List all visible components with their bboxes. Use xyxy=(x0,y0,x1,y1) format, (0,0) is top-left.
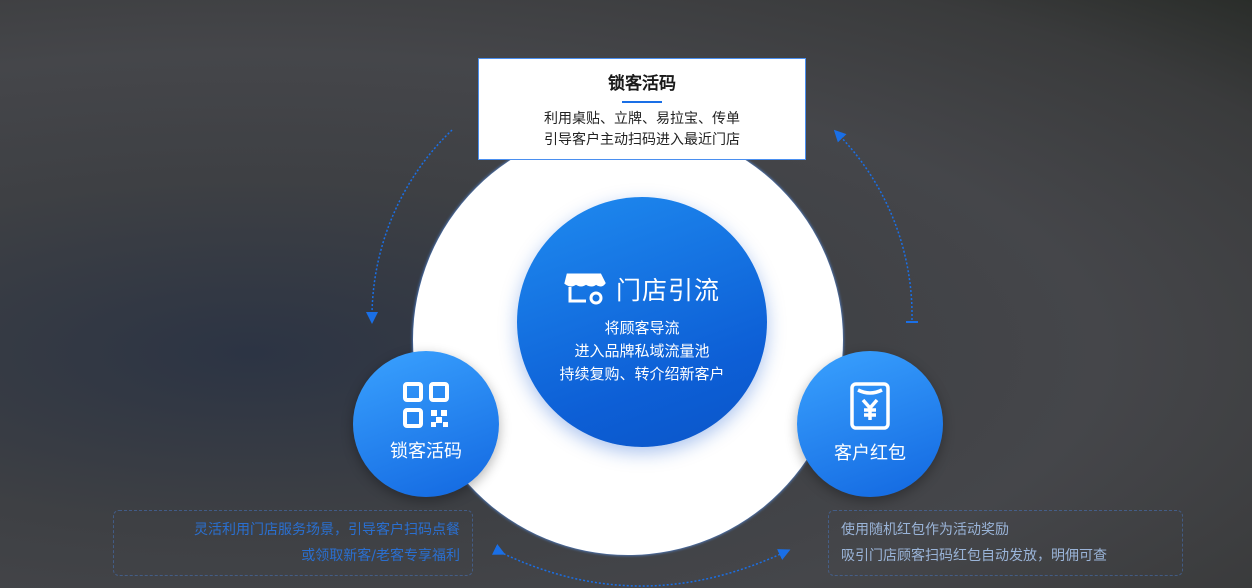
left-node-label: 锁客活码 xyxy=(390,441,462,462)
right-node: 客户红包 xyxy=(797,351,943,497)
top-info-box: 锁客活码 利用桌贴、立牌、易拉宝、传单 引导客户主动扫码进入最近门店 xyxy=(478,58,806,160)
left-note: 灵活利用门店服务场景，引导客户扫码点餐 或领取新客/老客专享福利 xyxy=(113,510,473,576)
outer-arc-left xyxy=(365,129,453,324)
top-box-title: 锁客活码 xyxy=(608,74,676,94)
center-line: 持续复购、转介绍新客户 xyxy=(559,365,725,383)
right-note-line: 使用随机红包作为活动奖励 xyxy=(841,522,1009,538)
outer-arc-right xyxy=(833,129,913,321)
outer-arc-bottom xyxy=(491,543,791,587)
qr-code-icon xyxy=(403,382,449,428)
right-note: 使用随机红包作为活动奖励 吸引门店顾客扫码红包自动发放，明佣可查 xyxy=(828,510,1183,576)
storefront-gear-icon xyxy=(564,273,606,305)
top-box-line: 利用桌贴、立牌、易拉宝、传单 xyxy=(544,111,740,127)
top-box-line: 引导客户主动扫码进入最近门店 xyxy=(544,132,740,148)
left-note-line: 或领取新客/老客专享福利 xyxy=(301,548,460,564)
right-node-label: 客户红包 xyxy=(834,443,906,464)
red-envelope-yen-icon xyxy=(850,382,890,430)
right-note-line: 吸引门店顾客扫码红包自动发放，明佣可查 xyxy=(841,548,1107,564)
center-node: 门店引流 将顾客导流 进入品牌私域流量池 持续复购、转介绍新客户 xyxy=(517,197,767,447)
center-line: 将顾客导流 xyxy=(604,319,680,337)
center-title: 门店引流 xyxy=(615,276,720,305)
left-node: 锁客活码 xyxy=(353,351,499,497)
center-line: 进入品牌私域流量池 xyxy=(574,342,710,360)
title-underline xyxy=(622,101,662,103)
left-note-line: 灵活利用门店服务场景，引导客户扫码点餐 xyxy=(194,522,460,538)
